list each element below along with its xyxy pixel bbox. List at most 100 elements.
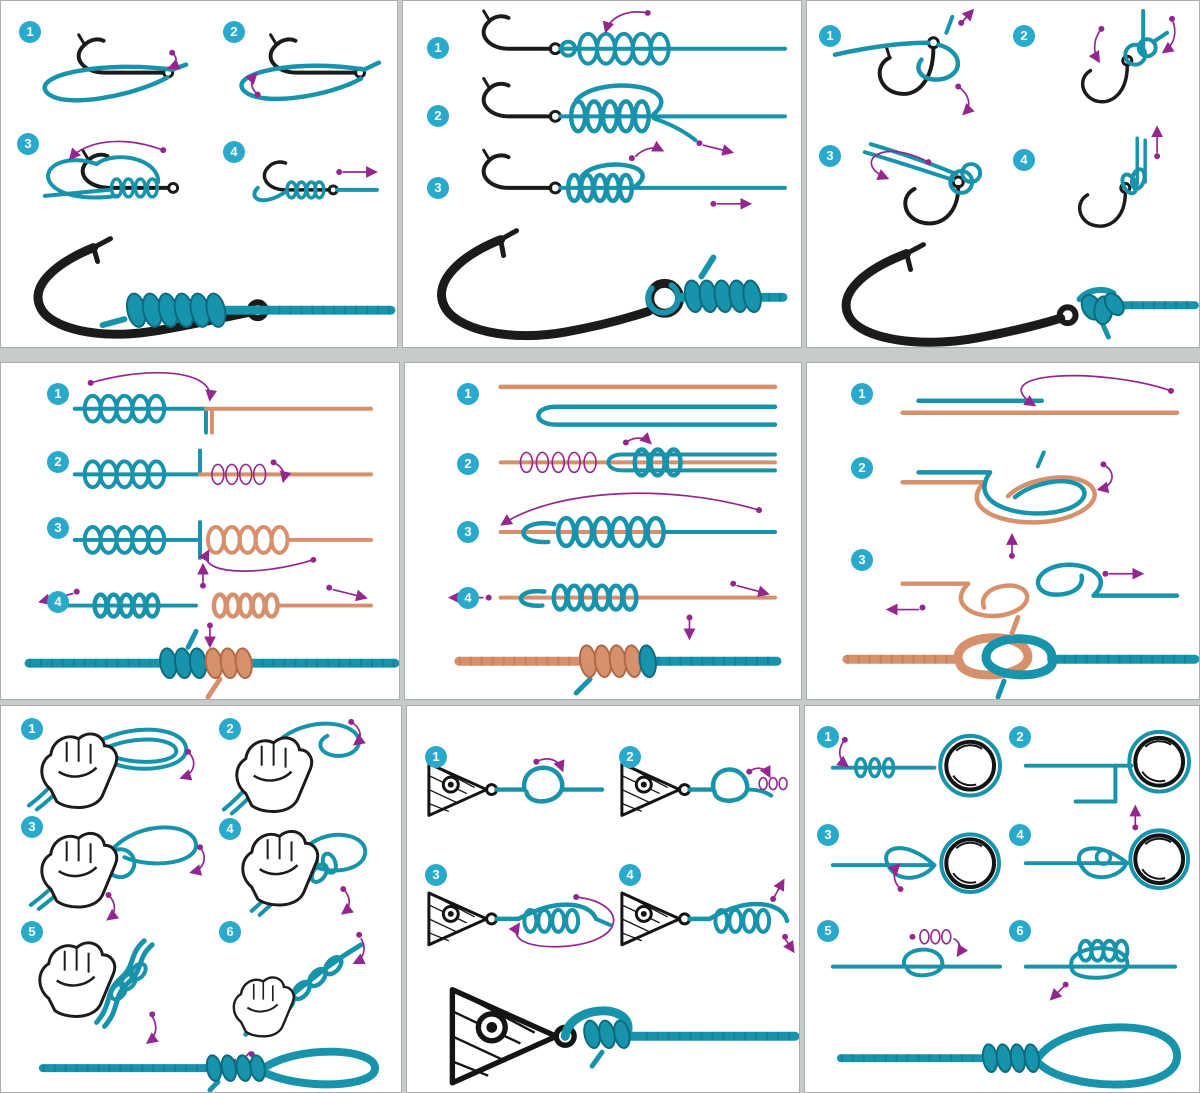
final-knot-art [841,242,1199,347]
final-knot-art [24,628,399,699]
knot-panel-6: 1 2 3 [806,362,1200,700]
step-4-art [38,562,373,649]
step-6-art [1023,938,1178,1001]
knot-illustration-4 [24,371,399,699]
reel-spool-icon [1133,833,1186,886]
step-1-art [427,758,605,817]
step-3-art [72,520,373,572]
step-badge: 4 [619,864,641,886]
step-2-art [481,77,787,156]
knot-illustration-9 [830,729,1192,1089]
hand-icon [40,831,119,909]
reel-spool-icon [1133,735,1186,788]
step-3-art [862,142,983,226]
step-badge: 3 [457,521,479,543]
hand-icon [232,976,295,1038]
lure-icon [427,762,499,817]
step-2-art [72,448,373,490]
hand-icon [38,941,117,1018]
lure-icon [452,990,574,1083]
step-3-art [427,891,615,948]
step-badge: 3 [425,864,447,886]
step-4-art [447,580,777,641]
step-badge: 2 [1009,726,1031,748]
step-2-art [900,450,1113,525]
lure-icon [620,891,692,947]
knot-illustration-1 [33,33,396,339]
step-badge: 2 [47,451,69,473]
reel-spool-icon [944,837,997,890]
step-badge: 2 [427,105,449,127]
knot-illustration-8 [427,758,799,1092]
step-2-art [1023,729,1192,804]
step-badge: 2 [219,718,241,740]
step-4-art [620,878,795,954]
knot-illustration-2 [437,9,788,341]
step-badge: 2 [223,21,245,43]
step-1-art [481,9,787,66]
knot-panel-4: 1 2 3 4 [0,362,400,700]
step-badge: 4 [47,591,69,613]
step-5-art [830,929,1002,978]
step-badge: 1 [819,25,841,47]
step-badge: 3 [817,824,839,846]
step-badge: 2 [619,746,641,768]
knot-illustration-3 [832,8,1199,347]
step-badge: 3 [851,549,873,571]
step-badge: 6 [1009,920,1031,942]
step-4-art [241,829,368,917]
final-knot-art [437,228,788,341]
step-badge: 3 [47,517,69,539]
step-badge: 2 [457,453,479,475]
hand-icon [235,736,314,814]
step-badge: 2 [851,457,873,479]
step-1-art [832,8,975,116]
final-knot-art [452,990,799,1083]
step-4-art [252,160,379,203]
step-badge: 4 [219,818,241,840]
final-knot-art [836,1023,1182,1089]
step-badge: 4 [457,587,479,609]
step-badge: 3 [819,145,841,167]
final-knot-art [33,236,396,339]
knot-illustration-5 [447,384,782,696]
step-badge: 4 [1013,149,1035,171]
reel-spool-icon [944,739,997,792]
step-badge: 1 [851,383,873,405]
final-knot-art [842,614,1199,699]
knot-panel-1: 1 2 3 4 [0,0,398,348]
step-badge: 3 [21,816,43,838]
knot-illustration-6 [842,374,1199,699]
fishing-hook-icon [437,235,654,341]
knot-illustration-7 [26,718,380,1092]
step-3-art [42,140,180,200]
step-5-art [38,938,159,1045]
lure-icon [620,762,692,817]
step-2-art [498,432,777,478]
step-badge: 4 [223,141,245,163]
step-badge: 1 [425,746,447,768]
step-3-art [481,140,787,210]
step-badge: 3 [427,177,449,199]
step-badge: 1 [21,718,43,740]
step-badge: 1 [817,726,839,748]
step-1-art [42,33,189,103]
knot-panel-7: 1 2 3 4 5 6 [0,705,402,1093]
step-4-art [1023,804,1191,891]
knot-panel-2: 1 2 3 [402,0,802,348]
step-badge: 6 [219,921,241,943]
step-badge: 5 [817,920,839,942]
step-2-art [239,33,382,102]
step-4-art [1078,125,1164,228]
step-badge: 2 [1013,25,1035,47]
step-6-art [223,931,366,1070]
hand-icon [241,829,320,907]
step-2-art [221,718,366,816]
knot-panel-3: 1 2 3 4 [806,0,1200,348]
fishing-hook-icon [841,249,1066,347]
step-3-art [28,825,205,921]
step-2-art [1081,8,1176,104]
step-3-art [498,492,777,549]
step-1-art [26,727,195,812]
